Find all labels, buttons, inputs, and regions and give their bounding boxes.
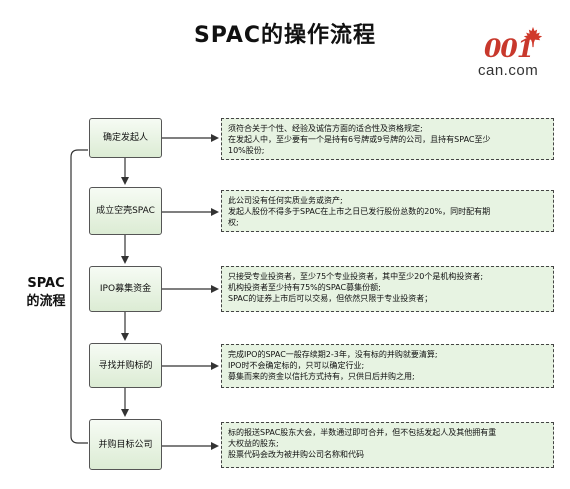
step-box-form-shell: 成立空壳SPAC: [89, 187, 162, 235]
side-label-line: 的流程: [26, 294, 66, 309]
grouping-bracket: [70, 149, 88, 444]
note-line: 只接受专业投资者，至少75个专业投资者，其中至少20个是机构投资者;: [228, 272, 484, 281]
logo-domain: can.com: [478, 62, 539, 79]
logo-number: 001: [484, 34, 534, 63]
note-line: 须符合关于个性、经验及诚信方面的适合性及资格规定;: [228, 124, 423, 133]
step-box-find-target: 寻找并购标的: [89, 343, 162, 388]
maple-leaf-icon: [523, 26, 543, 48]
step-box-confirm-sponsor: 确定发起人: [89, 118, 162, 158]
note-line: 权;: [228, 218, 239, 227]
note-line: 10%股份;: [228, 146, 265, 155]
note-box-ipo: 只接受专业投资者，至少75个专业投资者，其中至少20个是机构投资者; 机构投资者…: [221, 266, 554, 312]
note-line: SPAC的证券上市后可以交易，但依然只限于专业投资者；: [228, 294, 433, 303]
note-line: 大权益的股东;: [228, 439, 279, 448]
step-label: 并购目标公司: [98, 439, 153, 450]
step-box-acquire-target: 并购目标公司: [89, 419, 162, 470]
note-box-shell: 此公司没有任何实质业务或资产; 发起人股份不得多于SPAC在上市之日已发行股份总…: [221, 190, 554, 232]
note-box-target-search: 完成IPO的SPAC一般存续期2-3年，没有标的并购就要清算; IPO时不会确定…: [221, 344, 554, 388]
step-label: 寻找并购标的: [98, 360, 153, 371]
note-line: 募集而来的资金以信托方式持有，只供日后并购之用;: [228, 372, 415, 381]
site-logo: 001 can.com: [466, 26, 556, 82]
note-line: 此公司没有任何实质业务或资产;: [228, 196, 343, 205]
step-label: 确定发起人: [102, 133, 148, 143]
note-box-acquisition: 标的报送SPAC股东大会，半数通过即可合并，但不包括发起人及其他拥有重 大权益的…: [221, 422, 554, 468]
note-line: 发起人股份不得多于SPAC在上市之日已发行股份总数的20%，同时配有期: [228, 207, 491, 216]
note-line: 完成IPO的SPAC一般存续期2-3年，没有标的并购就要清算;: [228, 350, 438, 359]
page-title: SPAC的操作流程: [193, 23, 377, 48]
note-line: 股票代码会改为被并购公司名称和代码: [228, 450, 364, 459]
step-label: IPO募集资金: [99, 284, 152, 294]
side-label: SPAC 的流程: [24, 275, 68, 311]
note-box-sponsor: 须符合关于个性、经验及诚信方面的适合性及资格规定; 在发起人中，至少要有一个是持…: [221, 118, 554, 160]
note-line: 机构投资者至少持有75%的SPAC募集份额;: [228, 283, 381, 292]
note-line: 标的报送SPAC股东大会，半数通过即可合并，但不包括发起人及其他拥有重: [228, 428, 497, 437]
step-box-ipo: IPO募集资金: [89, 266, 162, 312]
note-line: 在发起人中，至少要有一个是持有6号牌或9号牌的公司，且持有SPAC至少: [228, 135, 491, 144]
side-label-line: SPAC: [27, 276, 65, 291]
note-line: IPO时不会确定标的，只可以确定行业;: [228, 361, 365, 370]
step-label: 成立空壳SPAC: [96, 206, 155, 216]
